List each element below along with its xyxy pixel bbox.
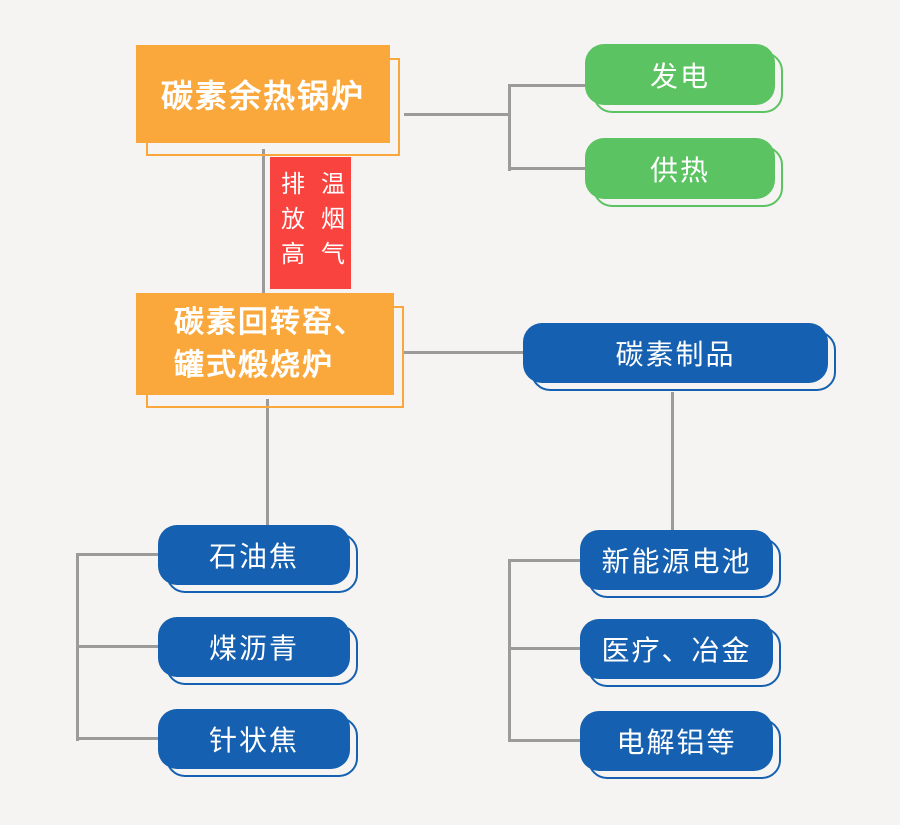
node-medical-metallurgy: 医疗、冶金: [580, 619, 781, 687]
connector-kiln-to-products: [404, 351, 523, 354]
kiln-label-line-1: 碳素回转窑、: [174, 305, 366, 340]
node-waste-heat-boiler: 碳素余热锅炉: [136, 45, 400, 156]
flue-gas-column-2: 温烟气: [316, 170, 345, 276]
connector-stub-heating: [508, 167, 586, 170]
node-label: 新能源电池: [580, 530, 773, 590]
node-label: 石油焦: [158, 525, 350, 585]
node-label: 针状焦: [158, 709, 350, 769]
node-label: 排放高 温烟气: [270, 157, 351, 289]
connector-stub-aluminum: [508, 739, 580, 742]
kiln-label-line-2: 罐式煅烧炉: [174, 348, 334, 383]
node-power-generation: 发电: [585, 44, 783, 113]
node-heat-supply: 供热: [585, 138, 783, 207]
connector-right-bracket-vertical: [508, 559, 511, 742]
node-label: 电解铝等: [580, 711, 773, 771]
connector-boiler-to-kiln: [262, 149, 265, 294]
connector-top-bracket-vertical: [508, 84, 511, 171]
node-label: 碳素余热锅炉: [136, 45, 390, 143]
connector-kiln-down: [266, 399, 269, 526]
node-flue-gas: 排放高 温烟气: [270, 157, 351, 289]
connector-products-down: [671, 392, 674, 530]
connector-stub-medical: [508, 647, 580, 650]
connector-stub-battery: [508, 559, 580, 562]
node-electrolytic-aluminum: 电解铝等: [580, 711, 781, 779]
node-label: 发电: [585, 44, 775, 105]
connector-stub-petroleum-coke: [76, 553, 158, 556]
node-label: 碳素制品: [523, 323, 828, 383]
node-rotary-kiln-calciner: 碳素回转窑、 罐式煅烧炉: [136, 293, 404, 408]
connector-stub-needle-coke: [76, 737, 158, 740]
node-coal-pitch: 煤沥青: [158, 617, 358, 685]
node-needle-coke: 针状焦: [158, 709, 358, 777]
node-label: 供热: [585, 138, 775, 199]
node-label: 医疗、冶金: [580, 619, 773, 679]
node-carbon-products: 碳素制品: [523, 323, 836, 391]
flue-gas-column-1: 排放高: [276, 170, 305, 276]
node-label: 碳素回转窑、 罐式煅烧炉: [136, 293, 394, 395]
node-new-energy-battery: 新能源电池: [580, 530, 781, 598]
node-petroleum-coke: 石油焦: [158, 525, 358, 593]
connector-stub-power: [508, 84, 586, 87]
connector-stub-coal-pitch: [76, 645, 158, 648]
node-label: 煤沥青: [158, 617, 350, 677]
connector-boiler-to-bracket: [404, 113, 510, 116]
